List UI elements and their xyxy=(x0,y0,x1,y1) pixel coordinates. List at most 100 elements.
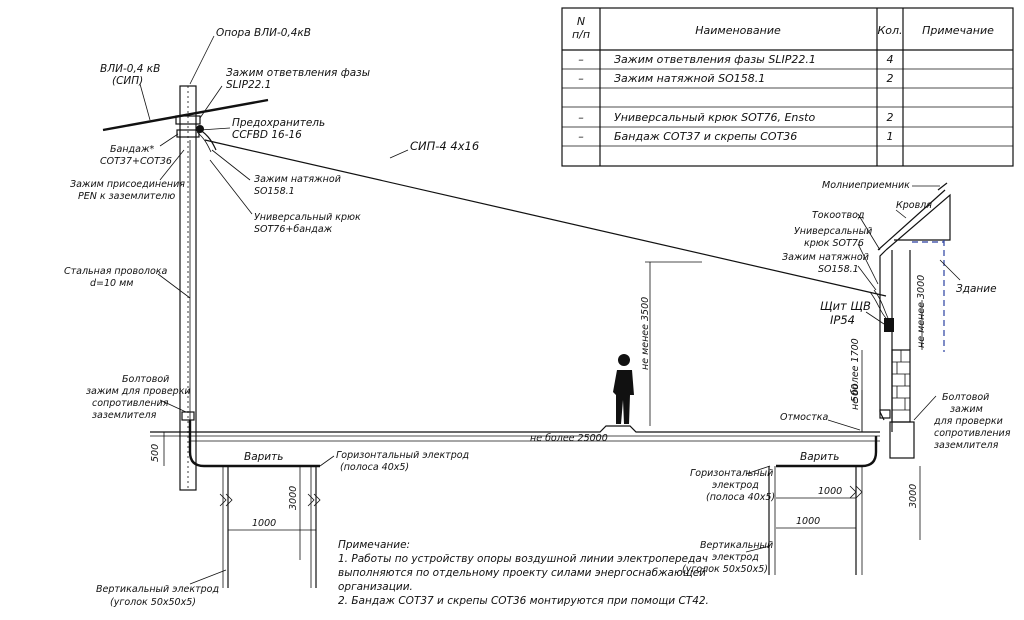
label-sip: СИП-4 4х16 xyxy=(410,139,479,153)
label-vli-1: ВЛИ-0,4 кВ xyxy=(100,63,160,75)
phase-clamp xyxy=(175,115,201,125)
ground xyxy=(150,420,880,588)
label-hook-1: Универсальный крюк xyxy=(254,212,361,223)
label-vert-left-1: Вертикальный электрод xyxy=(96,584,219,595)
notes-line-2: выполняются по отдельному проекту силами… xyxy=(338,567,706,579)
label-dim-3000-left: 3000 xyxy=(288,486,299,510)
bolt-clamp-left xyxy=(181,411,195,421)
notes-line-1: 1. Работы по устройству опоры воздушной … xyxy=(338,553,708,565)
leader-blind xyxy=(827,419,861,431)
panel-feed xyxy=(869,291,887,319)
table-header-num-2: п/п xyxy=(572,28,590,41)
pole xyxy=(102,85,269,491)
table-row-qty: 2 xyxy=(887,72,894,85)
break-mark xyxy=(849,485,863,499)
table-row-qty: 4 xyxy=(887,53,894,66)
label-dim-500-right: 500 xyxy=(850,384,861,402)
label-hook-right-2: крюк SOT76 xyxy=(804,238,864,249)
label-tension-1: Зажим натяжной xyxy=(254,174,341,185)
table-header-num-1: N xyxy=(577,15,585,28)
dimensions xyxy=(163,261,923,560)
leader-vert-right xyxy=(745,545,771,553)
label-horiz-right-2: электрод xyxy=(712,480,759,491)
label-hook-right-1: Универсальный xyxy=(794,226,872,237)
label-fuse-2: CCFBD 16-16 xyxy=(232,129,302,141)
leader-tension xyxy=(211,149,251,181)
person-head xyxy=(618,354,630,366)
leader-pen xyxy=(159,149,185,181)
person-body xyxy=(613,370,634,424)
drop-wires xyxy=(199,129,217,151)
table-row-num: – xyxy=(578,111,584,124)
label-dim-25000: не более 25000 xyxy=(530,433,608,444)
leader-hook-right xyxy=(857,243,879,285)
leader-down xyxy=(857,213,881,251)
label-tension-2: SO158.1 xyxy=(254,186,295,197)
label-dim-1700: не более 1700 xyxy=(850,338,861,410)
table-row-name: Зажим ответвления фазы SLIP22.1 xyxy=(614,53,816,66)
label-vert-right-3: (уголок 50х50х5) xyxy=(682,564,768,575)
notes-title: Примечание: xyxy=(338,539,410,551)
lightning-rod-tip xyxy=(937,182,948,191)
leader-horiz-left xyxy=(319,455,335,467)
leaders xyxy=(139,35,961,585)
table-row-num: – xyxy=(578,72,584,85)
label-panel-2: IP54 xyxy=(830,313,855,327)
table-row-name: Бандаж COT37 и скрепы COT36 xyxy=(614,130,797,143)
table-row-name: Зажим натяжной SO158.1 xyxy=(614,72,765,85)
label-bolt-left-3: сопротивления xyxy=(92,398,169,409)
label-bolt-left-2: зажим для проверки xyxy=(86,386,191,397)
label-bandage-1: Бандаж* xyxy=(110,144,154,155)
label-tension-right-2: SO158.1 xyxy=(818,264,859,275)
leader-vert-left xyxy=(189,569,227,585)
label-bolt-right-3: для проверки xyxy=(933,416,1003,427)
table-header-note: Примечание xyxy=(922,24,994,37)
table-border xyxy=(561,7,1014,167)
sip-cable xyxy=(204,139,887,297)
leader-bandage xyxy=(159,133,179,147)
table-header-name: Наименование xyxy=(695,24,781,37)
label-dim-3000-right: 3000 xyxy=(908,484,919,508)
label-dim-3500: не менее 3500 xyxy=(640,297,651,370)
label-panel-1: Щит ЩВ xyxy=(820,299,871,313)
foundation xyxy=(889,421,915,459)
table-row-num: – xyxy=(578,53,584,66)
notes-line-4: 2. Бандаж COT37 и скрепы COT36 монтируют… xyxy=(338,595,709,607)
label-vert-right-1: Вертикальный xyxy=(700,540,773,551)
spec-table: N п/п Наименование Кол. Примечание – Заж… xyxy=(561,7,1014,167)
leader-building xyxy=(939,259,961,281)
leader-steel xyxy=(157,273,191,299)
down-conductor xyxy=(879,249,887,421)
label-bolt-right-4: сопротивления xyxy=(934,428,1011,439)
label-horiz-left-2: (полоса 40х5) xyxy=(340,462,409,473)
label-blind-area: Отмостка xyxy=(780,412,828,423)
label-vert-right-2: электрод xyxy=(712,552,759,563)
leader-bolt-left xyxy=(159,399,187,413)
label-horiz-right-3: (полоса 40х5) xyxy=(706,492,775,503)
ground-conductor-left xyxy=(188,420,320,468)
label-vli-2: (СИП) xyxy=(112,75,143,87)
notes-line-3: организации. xyxy=(338,581,413,593)
label-fuse-1: Предохранитель xyxy=(232,117,325,129)
person-silhouette xyxy=(613,354,634,424)
label-dim-1000-right-b: 1000 xyxy=(796,516,820,527)
table-row-qty: 1 xyxy=(887,130,894,143)
brick-pattern xyxy=(892,350,910,411)
break-mark xyxy=(307,493,321,507)
leader-horiz-right xyxy=(745,465,771,475)
break-mark xyxy=(219,493,233,507)
bolt-clamp-right xyxy=(879,409,891,419)
label-vert-left-2: (уголок 50х50х5) xyxy=(110,597,196,608)
roof-eave xyxy=(885,193,951,251)
leader-bolt-right xyxy=(913,395,937,421)
label-horiz-right-1: Горизонтальный xyxy=(690,468,773,479)
label-bolt-left-1: Болтовой xyxy=(122,374,169,385)
leader-fuse xyxy=(199,127,231,131)
label-weld-left: Варить xyxy=(244,451,283,463)
annotations: Опора ВЛИ-0,4кВ ВЛИ-0,4 кВ (СИП) Зажим о… xyxy=(64,27,1011,608)
label-steel-1: Стальная проволока xyxy=(64,266,168,277)
leader-panel xyxy=(865,311,885,325)
leader-tension-right xyxy=(857,265,877,291)
label-dim-500: 500 xyxy=(150,444,161,462)
